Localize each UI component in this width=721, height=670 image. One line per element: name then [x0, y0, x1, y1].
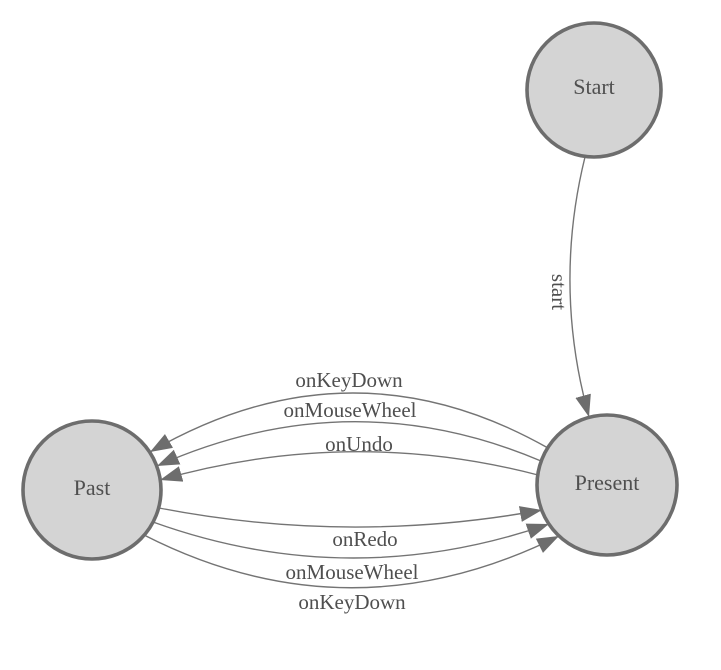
transition-present-to-past-onundo[interactable]: onUndo	[159, 432, 539, 482]
transition-present-to-past-onmousewheel[interactable]: onMouseWheel	[156, 398, 542, 467]
state-node-past[interactable]: Past	[21, 419, 163, 561]
transition-present-to-past-onkeydown[interactable]: onKeyDown	[149, 368, 549, 453]
transition-start-to-present-path[interactable]	[569, 156, 591, 418]
state-label-start: Start	[573, 74, 615, 99]
transition-past-to-present-onmousewheel-label[interactable]: onMouseWheel	[286, 560, 419, 584]
transition-past-to-present-onredo[interactable]: onRedo	[158, 506, 543, 551]
transition-present-to-past-onmousewheel-path[interactable]	[156, 421, 542, 467]
state-circle-past[interactable]	[21, 419, 163, 561]
transition-present-to-past-onundo-path[interactable]	[159, 451, 539, 482]
transition-past-to-present-onkeydown[interactable]: onKeyDown	[143, 534, 560, 614]
state-label-present: Present	[575, 470, 640, 495]
transition-present-to-past-onkeydown-path[interactable]	[149, 392, 549, 453]
state-circle-start[interactable]	[525, 21, 663, 159]
state-label-past: Past	[74, 475, 111, 500]
transition-present-to-past-onmousewheel-label[interactable]: onMouseWheel	[284, 398, 417, 422]
transition-past-to-present-onredo-label[interactable]: onRedo	[332, 527, 397, 551]
state-node-present[interactable]: Present	[535, 413, 679, 557]
state-node-start[interactable]: Start	[525, 21, 663, 159]
transition-past-to-present-onmousewheel-path[interactable]	[152, 521, 550, 559]
transition-past-to-present-onkeydown-label[interactable]: onKeyDown	[298, 590, 406, 614]
transition-past-to-present-onredo-path[interactable]	[158, 506, 543, 528]
transition-present-to-past-onkeydown-label[interactable]: onKeyDown	[295, 368, 403, 392]
transition-present-to-past-onundo-label[interactable]: onUndo	[325, 432, 393, 456]
state-circle-present[interactable]	[535, 413, 679, 557]
transition-start-to-present[interactable]: start	[547, 156, 591, 418]
transition-start-to-present-label[interactable]: start	[547, 274, 571, 310]
transition-past-to-present-onkeydown-path[interactable]	[143, 534, 560, 589]
transition-past-to-present-onmousewheel[interactable]: onMouseWheel	[152, 521, 550, 584]
